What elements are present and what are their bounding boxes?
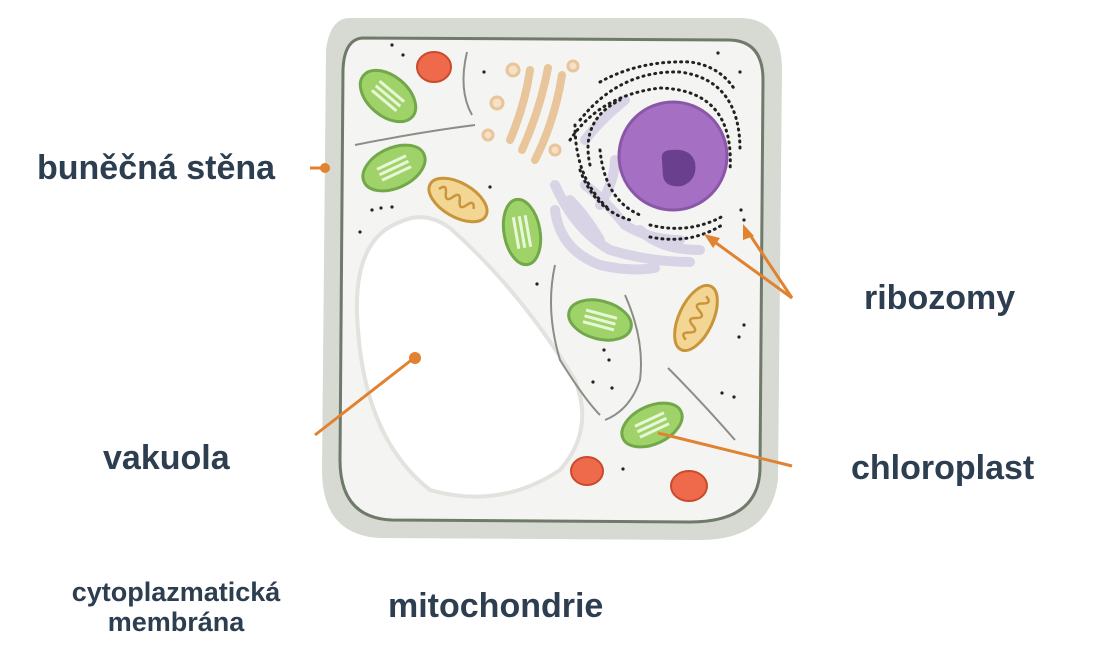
free-ribosomes: [358, 43, 746, 471]
chloroplast: [361, 143, 427, 193]
label-cytoplasmic-membrane: cytoplazmatická membrána: [58, 577, 294, 637]
label-cytoplasmic-membrane-line1: cytoplazmatická: [71, 577, 281, 607]
label-vacuole: vakuola: [103, 439, 230, 477]
pointer-dot-cell-wall: [320, 163, 330, 173]
label-chloroplast: chloroplast: [851, 449, 1035, 487]
mitochondrion: [673, 283, 719, 353]
red-organelle: [416, 51, 708, 502]
endoplasmic-reticulum: [550, 95, 705, 275]
pointer-arrowhead-ribosome-2: [743, 224, 754, 240]
pointer-dot-vacuole: [409, 352, 421, 364]
cytoskeleton: [354, 51, 736, 441]
label-mitochondria: mitochondrie: [388, 587, 604, 625]
label-ribosomes: ribozomy: [864, 279, 1016, 317]
pointer-vacuole: [314, 356, 415, 437]
chloroplast: [358, 68, 418, 124]
mitochondrion: [427, 176, 489, 224]
vacuole: [354, 215, 585, 499]
pointer-ribosome-2: [746, 231, 794, 299]
pointer-lines: [310, 163, 794, 468]
golgi-apparatus: [506, 64, 566, 164]
label-cell-wall: buněčná stěna: [37, 149, 276, 187]
label-cytoplasmic-membrane-line2: membrána: [107, 606, 245, 637]
nucleolus: [661, 149, 696, 187]
rough-er: [568, 60, 742, 241]
pointer-arrowhead-ribosome-1: [704, 234, 720, 248]
pointer-ribosome-1: [711, 238, 793, 300]
chloroplast: [567, 298, 633, 342]
golgi-vesicles: [481, 59, 580, 157]
pointer-chloroplast: [657, 431, 793, 468]
chloroplast: [501, 197, 543, 267]
